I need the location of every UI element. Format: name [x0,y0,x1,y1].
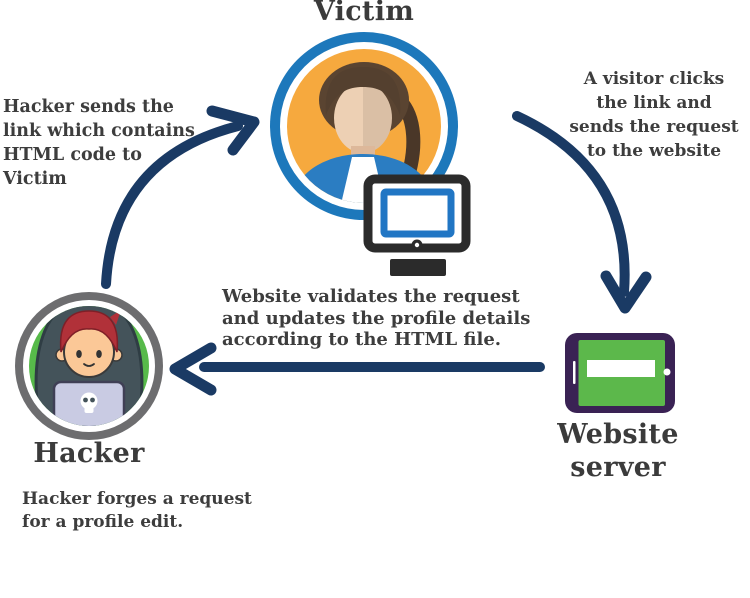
annotation-hacker-sends-link: Hacker sends the link which contains HTM… [3,95,195,191]
annotation-line: Hacker sends the [3,97,174,117]
annotation-line: HTML code to [3,145,142,165]
annotation-line: Hacker forges a request [22,489,252,509]
arrow-victim-to-server [512,111,652,314]
annotation-line: sends the request [569,117,739,137]
annotation-website-validates: Website validates the request and update… [222,286,530,351]
desktop-monitor-icon [363,174,471,276]
arrow-hacker-to-victim [101,105,260,289]
annotation-line: to the website [586,141,722,161]
victim-label: Victim [313,0,415,27]
annotation-line: Victim [3,169,67,189]
tablet-server-icon [565,333,675,413]
annotation-line: for a profile edit. [22,512,184,532]
hacker-label: Hacker [33,438,145,469]
annotation-line: according to the HTML file. [222,329,502,350]
annotation-hacker-forges-request: Hacker forges a request for a profile ed… [22,488,252,534]
annotation-visitor-clicks-link: A visitor clicks the link and sends the … [558,67,750,163]
annotation-line: A visitor clicks [583,69,725,89]
annotation-line: Website validates the request [222,286,520,307]
annotation-line: the link and [596,93,712,113]
annotation-line: link which contains [3,121,195,141]
arrow-server-to-hacker [169,342,545,396]
hooded-hacker-laptop-icon [15,292,163,440]
website-server-label: Website server [557,419,679,483]
annotation-line: and updates the profile details [222,307,531,329]
woman-avatar-icon [270,32,458,220]
